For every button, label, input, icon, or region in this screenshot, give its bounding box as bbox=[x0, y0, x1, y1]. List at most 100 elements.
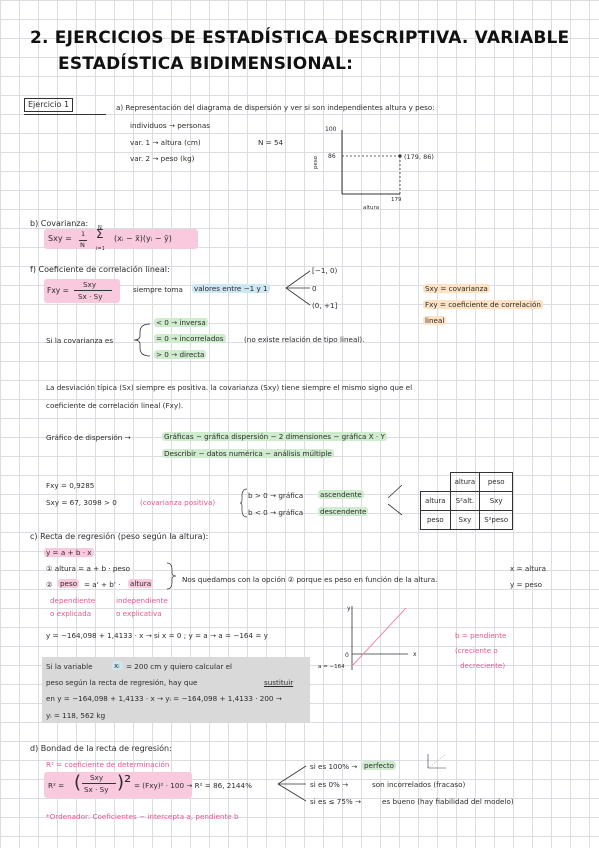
box-line4: yᵢ = 118, 562 kg bbox=[46, 711, 106, 720]
reg-x-label: x bbox=[413, 651, 417, 658]
r2-paren-close: )² bbox=[117, 772, 132, 793]
option-2-altura: altura bbox=[128, 579, 154, 588]
reg-zero: 0 bbox=[345, 652, 349, 659]
r2-formula-bg bbox=[44, 772, 192, 798]
table-head-altura: altura bbox=[449, 472, 481, 492]
b-positive-hl: ascendente bbox=[318, 490, 364, 499]
r2-definition: R² = coeficiente de determinación bbox=[46, 760, 170, 769]
var1-text: var. 1 → altura (cm) bbox=[130, 138, 201, 147]
box-line2-pre: peso según la recta de regresión, hay qu… bbox=[46, 678, 198, 687]
scatter-sketch bbox=[341, 130, 402, 195]
corr-formula-bg bbox=[44, 279, 120, 303]
cov-sign-text: Si la covarianza es bbox=[46, 336, 114, 345]
r2-den: Sx · Sy bbox=[84, 785, 109, 794]
ordenador-note: *Ordenador: Coeficientes − intercepta a,… bbox=[46, 812, 239, 821]
table-cell: S²peso bbox=[479, 510, 514, 530]
b-negative: b < 0 → gráfica bbox=[248, 508, 304, 517]
branch-zero: 0 bbox=[312, 284, 317, 293]
grafico-path2: Describir − datos numérica − análisis mú… bbox=[162, 449, 334, 458]
b-negative-hl: descendente bbox=[318, 507, 369, 516]
box-line3: en y = −164,098 + 1,4133 · x → yᵢ = −164… bbox=[46, 694, 282, 703]
independiente-1: independiente bbox=[116, 596, 168, 605]
page-title-line1: 2. EJERCICIOS DE ESTADÍSTICA DESCRIPTIVA… bbox=[30, 28, 570, 48]
section-d-heading: d) Bondad de la recta de regresión: bbox=[30, 744, 172, 753]
box-line1-post: = 200 cm y quiero calcular el bbox=[126, 662, 233, 671]
xy-def-1: x = altura bbox=[510, 564, 546, 573]
pendiente-2: (creciente o bbox=[455, 646, 498, 655]
reg-intercept: a = −164 bbox=[318, 664, 345, 670]
table-cell: S²alt. bbox=[449, 491, 481, 511]
reg-y-label: y bbox=[347, 605, 351, 612]
r2-case-1: si es 100% → bbox=[310, 762, 358, 771]
dependiente-2: o explicada bbox=[50, 609, 92, 618]
corr-num: Sxy bbox=[83, 280, 97, 289]
brace-b bbox=[239, 488, 248, 518]
cov-frac-bar bbox=[79, 240, 87, 241]
option-2-mid: = a' + b' · bbox=[84, 580, 121, 589]
table-cell: Sxy bbox=[479, 491, 514, 511]
section-b-heading: b) Covarianza: bbox=[30, 219, 89, 228]
r2-frac-bar bbox=[82, 783, 116, 784]
chart-y-label: peso bbox=[313, 155, 320, 170]
grafico-pre: Gráfico de dispersión → bbox=[46, 433, 131, 442]
fxy-value: Fxy = 0,9285 bbox=[46, 481, 95, 490]
r2-lhs: R² = bbox=[48, 781, 65, 790]
cov-directa: > 0 → directa bbox=[154, 350, 207, 359]
section-a-text: a) Representación del diagrama de disper… bbox=[116, 103, 435, 112]
cov-rhs: (xᵢ − x̄)(yᵢ − ȳ) bbox=[114, 234, 172, 243]
chart-y-mid: 86 bbox=[328, 153, 336, 160]
individuos-text: individuos → personas bbox=[130, 121, 210, 130]
option-2-num: ② bbox=[46, 580, 53, 589]
r2-case-3: si es ≤ 75% → bbox=[310, 797, 362, 806]
desv-line2: coeficiente de correlación lineal (Fxy). bbox=[46, 401, 184, 410]
cov-sum-bot: i=1 bbox=[96, 246, 105, 252]
box-line1-hl: xᵢ bbox=[112, 661, 122, 670]
cov-frac-den: N bbox=[80, 241, 85, 249]
branch-pos: (0, +1] bbox=[312, 301, 338, 310]
table-row-label: altura bbox=[420, 491, 451, 511]
branch-lines bbox=[285, 270, 311, 306]
chart-x-tick: 179 bbox=[391, 197, 402, 203]
chart-point-label: (179, 86) bbox=[404, 153, 434, 161]
var2-text: var. 2 → peso (kg) bbox=[130, 154, 195, 163]
grafico-path1: Gráficas − gráfica dispersión − 2 dimens… bbox=[162, 432, 387, 441]
regression-sketch bbox=[351, 606, 408, 670]
calculation-box bbox=[42, 657, 310, 723]
cov-incorrelados-note: (no existe relación de tipo lineal). bbox=[244, 335, 365, 344]
desv-line1: La desviación típica (Sx) siempre es pos… bbox=[46, 383, 413, 392]
covariance-table: altura peso altura S²alt. Sxy peso Sxy S… bbox=[420, 472, 514, 530]
xy-def-2: y = peso bbox=[510, 580, 542, 589]
n-value: N = 54 bbox=[258, 138, 284, 147]
r2-rhs: = (Fxy)² · 100 → R² = 86, 2144% bbox=[134, 781, 252, 790]
cov-inversa: < 0 → inversa bbox=[154, 318, 208, 327]
legend-lineal: lineal bbox=[423, 316, 447, 325]
corr-frac-bar bbox=[74, 290, 112, 291]
sxy-note: (covarianza positiva) bbox=[140, 498, 216, 507]
chart-y-top: 100 bbox=[325, 126, 337, 133]
covariance-formula bbox=[44, 229, 198, 249]
r2-branches bbox=[277, 765, 307, 802]
r2-paren: ( bbox=[74, 772, 82, 793]
corr-lhs: Fxy = bbox=[47, 286, 69, 295]
pendiente-3: decreciente) bbox=[460, 661, 506, 670]
box-line1-pre: Si la variable bbox=[46, 662, 93, 671]
option-2-peso: peso bbox=[58, 579, 80, 588]
section-c-heading: c) Recta de regresión (peso según la alt… bbox=[30, 532, 209, 541]
table-cell: Sxy bbox=[449, 510, 481, 530]
cov-frac-num: 1 bbox=[81, 230, 86, 238]
siempre-highlight: valores entre −1 y 1 bbox=[192, 284, 270, 293]
r2-num: Sxy bbox=[90, 773, 104, 782]
chart-x-label: altura bbox=[363, 205, 380, 211]
r2-case-2-rest: son incorrelados (fracaso) bbox=[372, 780, 466, 789]
option-note: Nos quedamos con la opción ② porque es p… bbox=[182, 575, 438, 584]
perfect-fit-icon bbox=[427, 753, 447, 769]
box-line2-ul: sustituir bbox=[264, 678, 294, 687]
table-head-peso: peso bbox=[479, 472, 514, 492]
page-title-line2: ESTADÍSTICA BIDIMENSIONAL: bbox=[58, 54, 354, 74]
exercise-underline bbox=[24, 114, 106, 115]
siempre-pre: siempre toma bbox=[133, 285, 183, 294]
table-row-label: peso bbox=[420, 510, 451, 530]
cov-sum-top: N bbox=[98, 225, 102, 231]
r2-case-2: si es 0% → bbox=[310, 780, 349, 789]
r2-case-1-hl: perfecto bbox=[362, 761, 397, 770]
